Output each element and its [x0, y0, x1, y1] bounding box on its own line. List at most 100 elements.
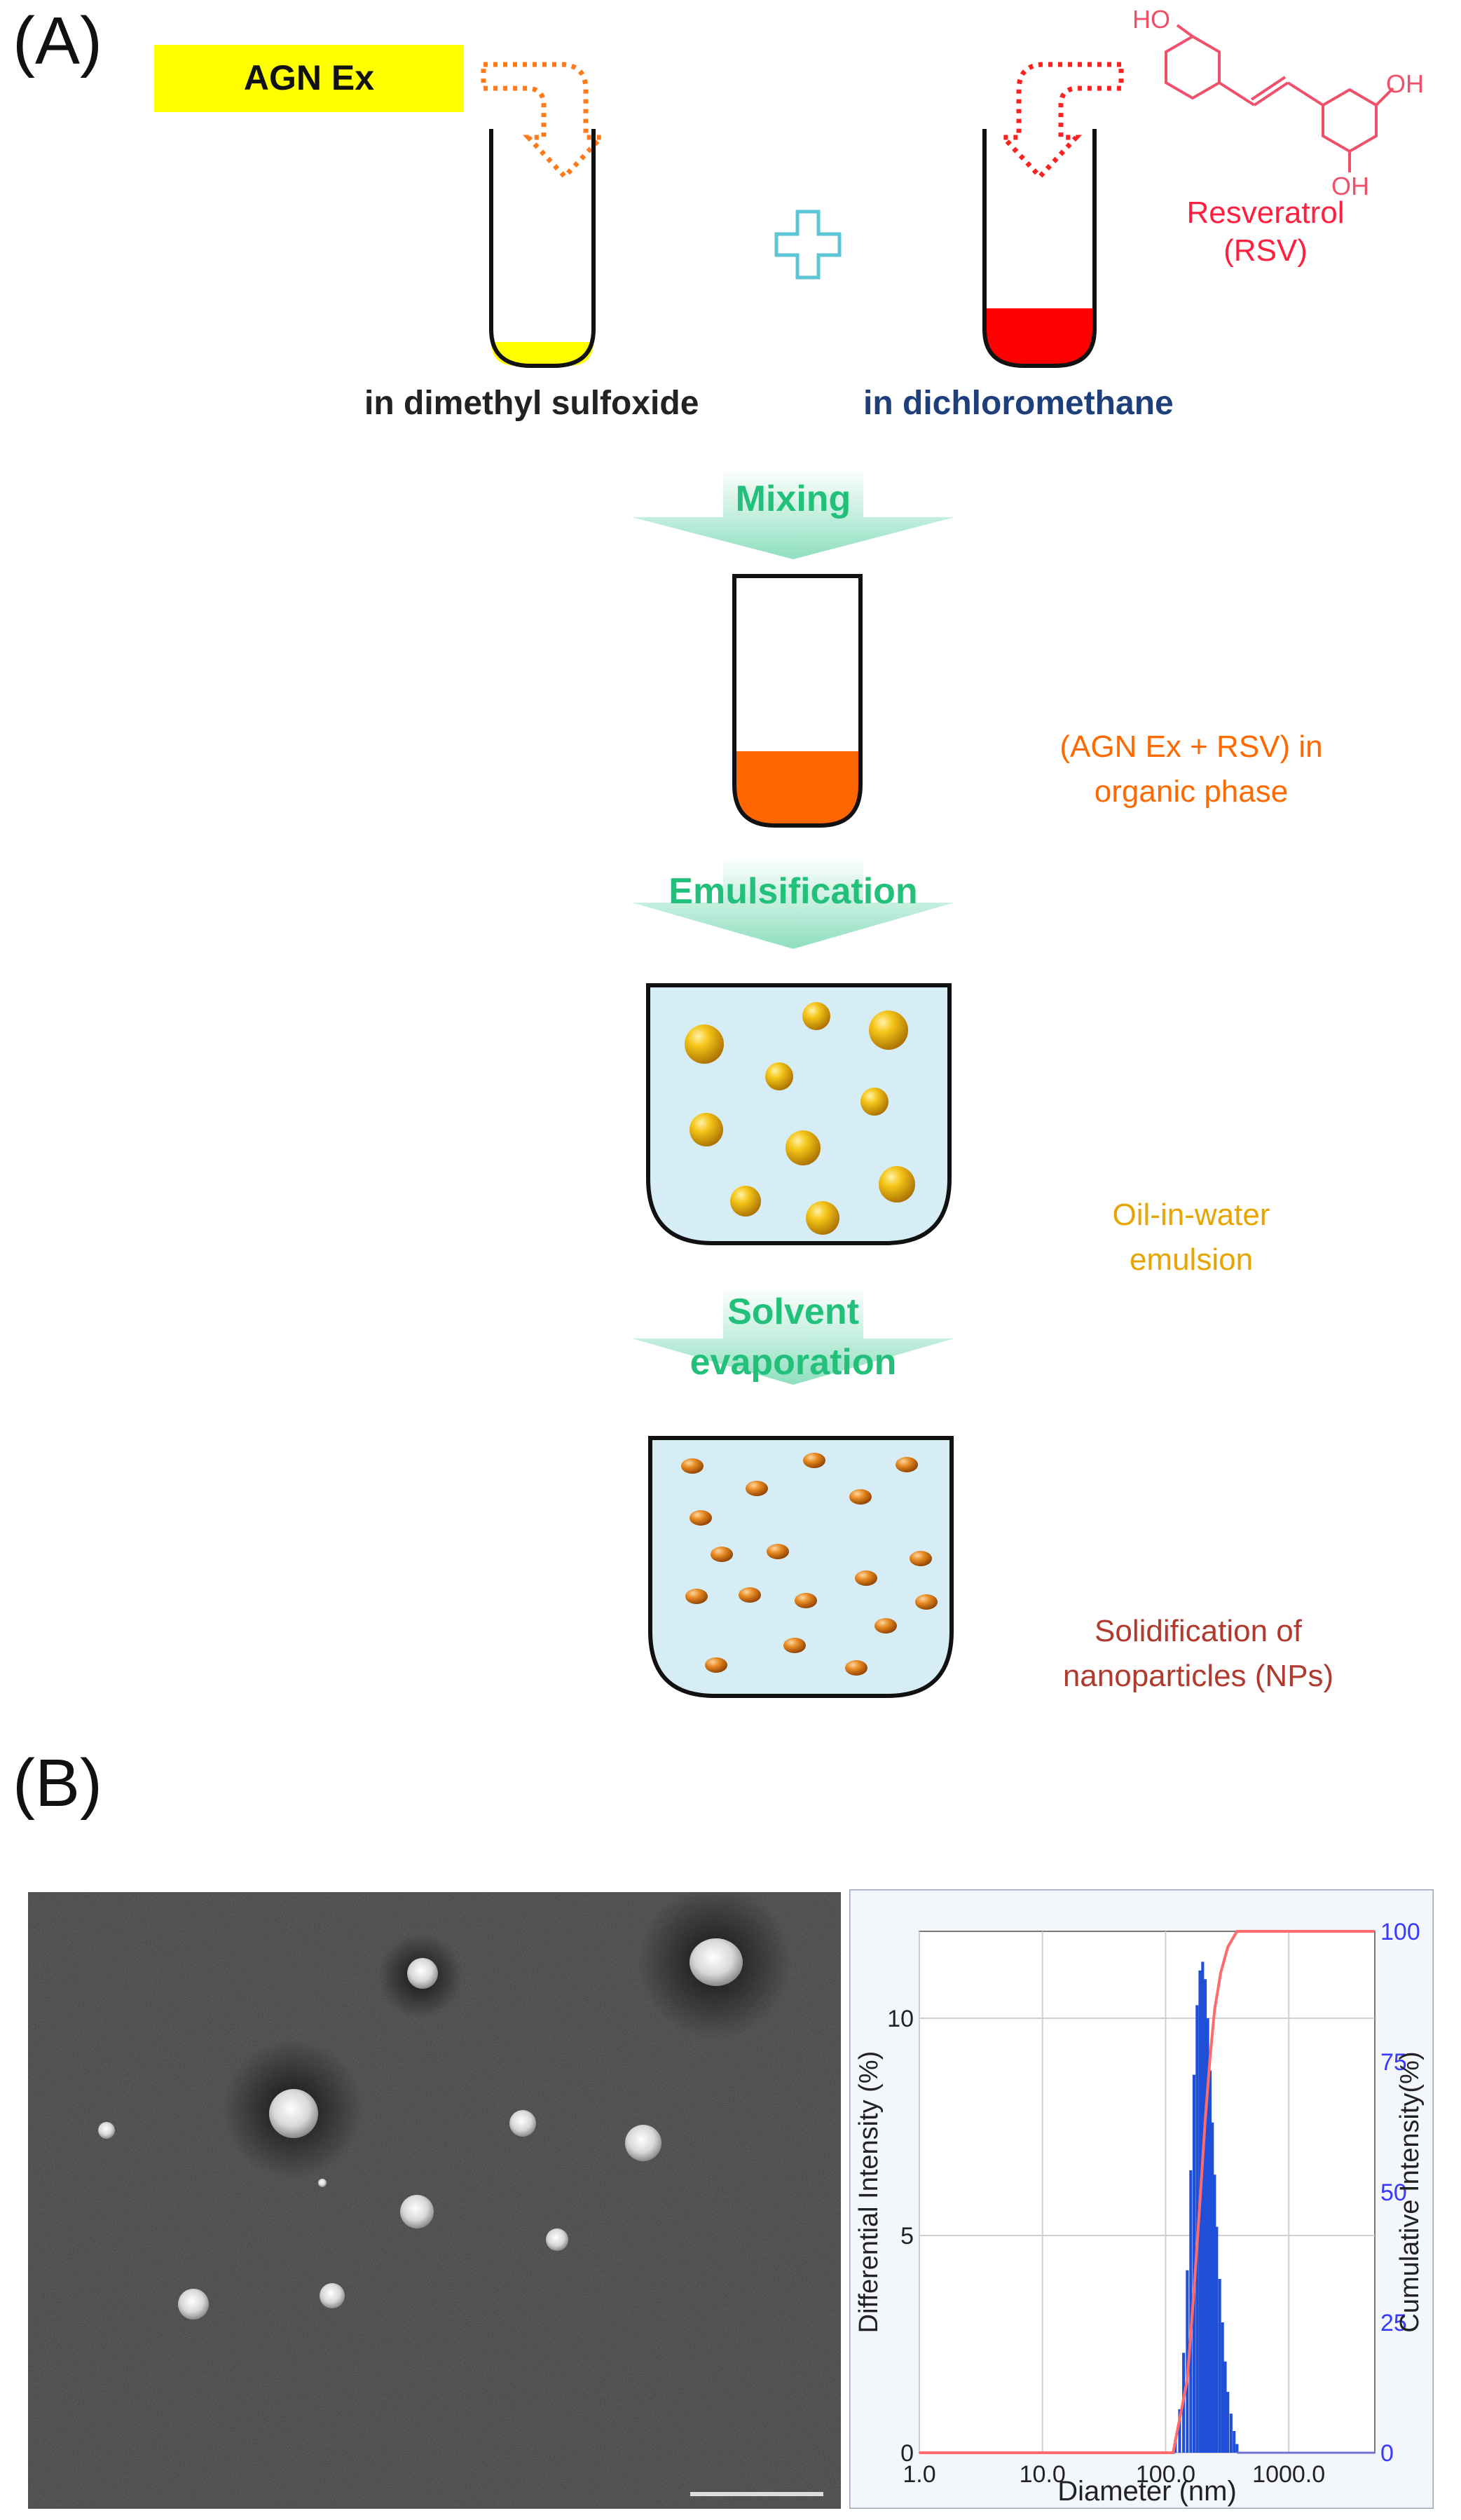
orange-dotted-arrow: [481, 62, 608, 181]
oh-label-right: OH: [1386, 69, 1424, 98]
nanoparticle: [915, 1594, 938, 1610]
y-tick-label: 0: [900, 2440, 914, 2467]
organic-phase-note: (AGN Ex + RSV) in organic phase: [981, 725, 1401, 814]
emulsion-note-line2: emulsion: [1129, 1242, 1254, 1277]
y2-tick-label: 0: [1380, 2440, 1394, 2467]
resveratrol-structure: [1165, 24, 1394, 172]
organic-phase-note-line1: (AGN Ex + RSV) in: [1059, 730, 1323, 764]
nanoparticle: [711, 1547, 733, 1562]
process-flow-diagram: [632, 468, 954, 1698]
panel-a-label: (A): [13, 4, 102, 78]
distribution-bar: [1178, 2409, 1181, 2453]
scale-bar: [690, 2492, 823, 2496]
distribution-bar: [1215, 2226, 1219, 2453]
x-tick-label: 100.0: [1136, 2461, 1195, 2488]
top-tubes-diagram: HO OH OH Resveratrol (RSV): [481, 5, 1424, 368]
emulsion-droplet: [690, 1113, 723, 1146]
distribution-bar: [1235, 2444, 1239, 2453]
cumulative-line: [919, 1930, 1375, 2454]
nanoparticle: [746, 1481, 768, 1496]
distribution-bar: [1223, 2361, 1227, 2453]
agn-ex-label: AGN Ex: [243, 58, 375, 97]
y2-tick-label: 100: [1380, 1919, 1420, 1945]
resveratrol-abbr: (RSV): [1223, 233, 1308, 268]
emulsion-droplet: [879, 1166, 915, 1203]
nanoparticle: [910, 1551, 932, 1566]
dcm-tube: [982, 129, 1097, 368]
dcm-caption: in dichloromethane: [863, 385, 1174, 422]
emulsion-droplet: [765, 1062, 793, 1090]
plot-area: [919, 1931, 1376, 2453]
tem-particle: [509, 2110, 536, 2137]
tem-particle: [400, 2195, 434, 2228]
y2-tick-label: 25: [1380, 2310, 1407, 2336]
emulsion-droplet: [685, 1025, 724, 1064]
distribution-bar: [1233, 2431, 1236, 2453]
plus-icon: [774, 210, 842, 280]
emulsion-note: Oil-in-water emulsion: [1002, 1193, 1380, 1282]
evaporation-label-line2: evaporation: [690, 1342, 897, 1383]
panel-b-label: (B): [13, 1746, 102, 1821]
distribution-bar: [1192, 2074, 1195, 2453]
nanoparticle-beaker: [648, 1436, 954, 1698]
nanoparticle: [685, 1589, 708, 1604]
nanoparticle: [896, 1457, 918, 1472]
red-dotted-arrow: [997, 62, 1124, 181]
emulsion-droplet: [802, 1002, 830, 1030]
y2-tick-label: 50: [1380, 2179, 1407, 2206]
organic-phase-note-line2: organic phase: [1094, 774, 1289, 809]
organic-phase-tube: [732, 574, 863, 828]
dmso-caption: in dimethyl sulfoxide: [364, 385, 699, 422]
distribution-bar: [1229, 2413, 1233, 2453]
nanoparticle: [855, 1570, 877, 1586]
distribution-bar: [1213, 2175, 1216, 2453]
nanoparticle: [690, 1510, 712, 1526]
evaporation-arrow: [632, 1287, 954, 1385]
emulsion-droplet: [730, 1186, 761, 1217]
nanoparticles-note-line2: nanoparticles (NPs): [1062, 1659, 1334, 1693]
tem-particle: [178, 2289, 209, 2320]
nanoparticle: [795, 1593, 817, 1608]
nanoparticle: [739, 1587, 761, 1603]
tem-particle: [320, 2283, 345, 2308]
x-tick-label: 10.0: [1020, 2461, 1066, 2488]
y-tick-label: 5: [900, 2223, 914, 2249]
distribution-bar: [1204, 1979, 1207, 2453]
mixing-arrow: [632, 468, 954, 559]
tem-particle: [407, 1958, 438, 1989]
nanoparticle: [874, 1618, 897, 1634]
distribution-bar: [1211, 2122, 1214, 2453]
emulsification-label: Emulsification: [668, 871, 918, 912]
x-tick-label: 1000.0: [1252, 2461, 1325, 2488]
distribution-bar: [1189, 2170, 1193, 2453]
tem-particle: [625, 2125, 661, 2161]
emulsification-arrow: [632, 856, 954, 949]
tem-particle: [690, 1938, 743, 1986]
x-axis-label: Diameter (nm): [1057, 2476, 1237, 2507]
emulsion-droplet: [869, 1011, 908, 1050]
emulsion-note-line1: Oil-in-water: [1112, 1198, 1270, 1232]
tem-particle: [546, 2228, 568, 2251]
distribution-bar: [1221, 2322, 1224, 2453]
agn-ex-box: AGN Ex: [154, 45, 464, 112]
x-tick-labels: 1.0 10.0 100.0 1000.0: [903, 2461, 1325, 2488]
distribution-bar: [1206, 2018, 1209, 2453]
nanoparticle: [681, 1458, 704, 1474]
resveratrol-name: Resveratrol: [1187, 196, 1345, 230]
emulsion-droplet: [786, 1130, 821, 1165]
tem-particles: [98, 1938, 743, 2320]
evaporation-label-line1: Solvent: [727, 1292, 859, 1332]
distribution-bar: [1208, 2070, 1212, 2453]
x-tick-label: 1.0: [903, 2461, 935, 2488]
oh-label-bottom: OH: [1331, 172, 1369, 200]
nanoparticle: [705, 1657, 727, 1673]
tem-particle: [318, 2179, 327, 2187]
nanoparticle: [767, 1544, 789, 1559]
mixing-label: Mixing: [735, 479, 851, 519]
nanoparticle: [845, 1660, 867, 1676]
y-axis-label: Differential Intensity (%): [854, 2051, 884, 2334]
emulsion-beaker: [646, 983, 952, 1245]
